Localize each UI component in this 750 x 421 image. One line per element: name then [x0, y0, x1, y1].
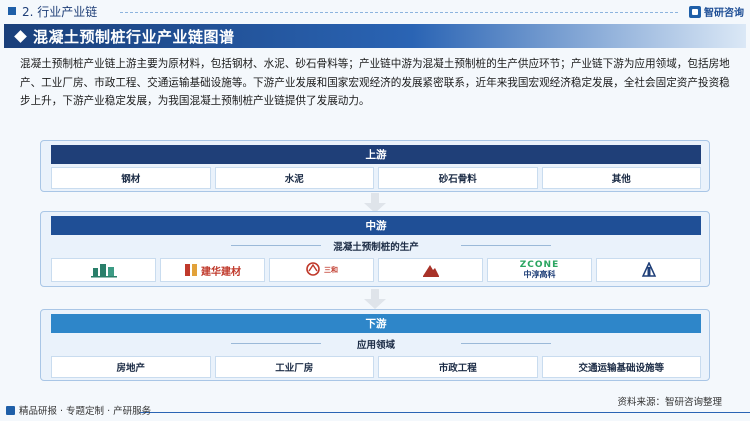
- downstream-sublabel: 应用领域: [41, 337, 711, 351]
- title-banner: 混凝土预制桩行业产业链图谱: [4, 24, 746, 48]
- zcone-logo-text: 中淳高科: [523, 270, 556, 279]
- intro-paragraph: 混凝土预制桩产业链上游主要为原材料，包括钢材、水泥、砂石骨料等；产业链中游为混凝…: [20, 58, 730, 107]
- footer-divider: [140, 412, 750, 413]
- brand-logo: 智研咨询: [689, 4, 744, 19]
- downstream-header: 下游: [51, 314, 701, 333]
- downstream-item: 房地产: [51, 356, 211, 378]
- sublabel-line-left: [231, 245, 321, 246]
- brand-icon: [689, 5, 701, 18]
- page-title: 混凝土预制桩行业产业链图谱: [33, 27, 235, 46]
- sublabel-line-right: [461, 343, 551, 344]
- upstream-panel: 上游 钢材 水泥 砂石骨料 其他: [40, 140, 710, 192]
- footer-tagline-text: 精品研报 · 专题定制 · 产研服务: [19, 406, 152, 417]
- section-marker-icon: [8, 7, 16, 15]
- flow-arrow-icon: [364, 193, 386, 213]
- section-header: 2. 行业产业链: [0, 0, 750, 22]
- footer-tagline: 精品研报 · 专题定制 · 产研服务: [6, 403, 151, 417]
- company-logo: [378, 258, 483, 282]
- header-divider: [120, 12, 678, 13]
- jianhua-logo-text: 建华建材: [201, 266, 241, 278]
- upstream-header: 上游: [51, 145, 701, 164]
- upstream-item: 钢材: [51, 167, 211, 189]
- company-logo: 建华建材: [160, 258, 265, 282]
- sanhe-logo-text: 三和: [324, 266, 338, 274]
- downstream-sublabel-text: 应用领域: [356, 340, 395, 351]
- midstream-panel: 中游 混凝土预制桩的生产 建华建材 三和: [40, 211, 710, 287]
- downstream-item: 交通运输基础设施等: [541, 356, 701, 378]
- jianhua-logo-icon: [185, 264, 197, 276]
- diamond-icon: [14, 29, 27, 43]
- upstream-item: 砂石骨料: [378, 167, 538, 189]
- downstream-item: 市政工程: [378, 356, 538, 378]
- upstream-item: 水泥: [214, 167, 374, 189]
- midstream-sublabel: 混凝土预制桩的生产: [41, 239, 711, 253]
- zcone-wordmark: ZCONE: [519, 260, 560, 270]
- downstream-items: 房地产 工业厂房 市政工程 交通运输基础设施等: [51, 356, 701, 378]
- mountain-logo-icon: [422, 265, 439, 277]
- company-logo: ZCONE 中淳高科: [487, 258, 592, 282]
- company-logo: [51, 258, 156, 282]
- section-title: 2. 行业产业链: [22, 4, 98, 19]
- company-logo: [596, 258, 701, 282]
- downstream-panel: 下游 应用领域 房地产 工业厂房 市政工程 交通运输基础设施等: [40, 309, 710, 381]
- building-logo-icon: [90, 264, 117, 278]
- downstream-item: 工业厂房: [214, 356, 374, 378]
- flow-arrow-icon: [364, 289, 386, 309]
- tower-logo-icon: [641, 262, 656, 277]
- upstream-item: 其他: [541, 167, 701, 189]
- midstream-header: 中游: [51, 216, 701, 235]
- footer-logo-icon: [6, 405, 15, 415]
- source-note: 资料来源：智研咨询整理: [617, 397, 722, 408]
- sublabel-line-right: [461, 245, 551, 246]
- midstream-logos: 建华建材 三和 ZCONE 中淳高科: [51, 258, 701, 282]
- company-logo: 三和: [269, 258, 374, 282]
- midstream-sublabel-text: 混凝土预制桩的生产: [333, 242, 419, 253]
- sublabel-line-left: [231, 343, 321, 344]
- upstream-items: 钢材 水泥 砂石骨料 其他: [51, 167, 701, 189]
- sanhe-logo-icon: [306, 262, 320, 276]
- brand-name: 智研咨询: [704, 8, 744, 19]
